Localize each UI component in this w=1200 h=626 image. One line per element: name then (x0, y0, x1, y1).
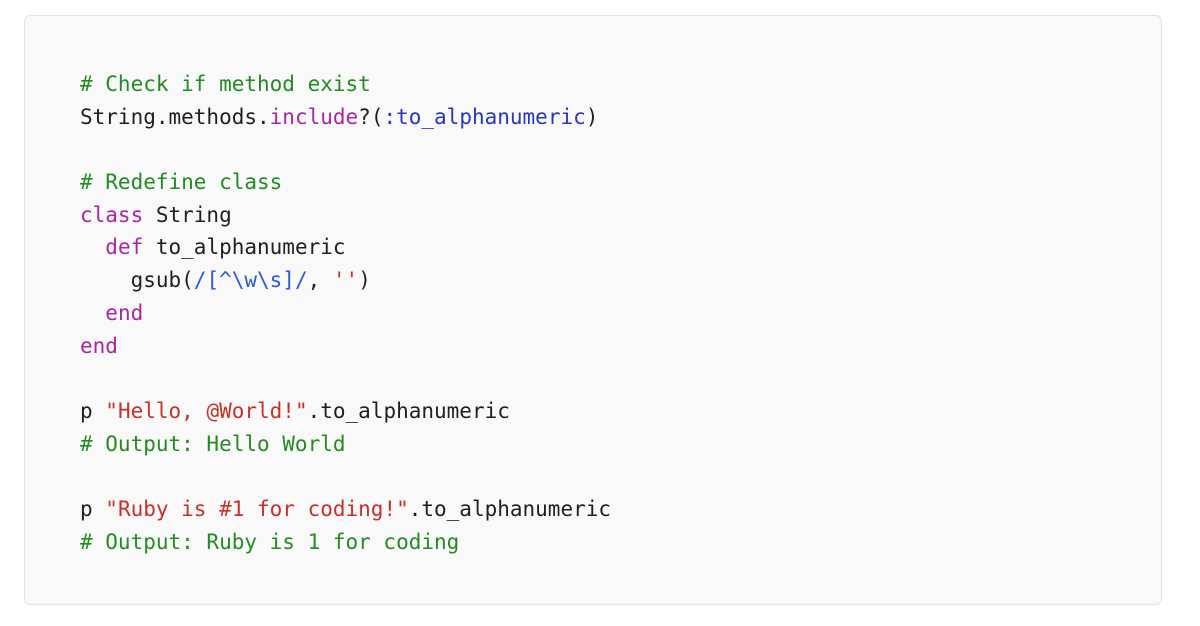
code-line: end (80, 297, 1161, 330)
code-token-method: include (269, 104, 359, 129)
code-token-plain: String (143, 202, 232, 227)
code-token-plain: , (307, 268, 333, 293)
code-token-comment: # Check if method exist (80, 72, 371, 96)
code-token-plain: ) (358, 268, 371, 293)
code-line: end (80, 330, 1161, 363)
code-token-plain: .to_alphanumeric (307, 398, 510, 423)
code-line (80, 133, 1161, 166)
code-token-comment: # Redefine class (80, 170, 283, 195)
code-token-plain (80, 235, 105, 259)
code-token-plain: gsub( (80, 268, 194, 293)
code-line (80, 460, 1161, 493)
code-token-plain: to_alphanumeric (143, 235, 346, 260)
code-token-keyword: def (105, 235, 144, 260)
code-token-symbol: :to_alphanumeric (383, 104, 586, 129)
code-line (80, 362, 1161, 395)
code-token-regex: /[^\w\s]/ (193, 268, 308, 293)
code-token-comment: # Output: Ruby is 1 for coding (80, 529, 460, 554)
code-token-plain (80, 301, 105, 325)
code-token-plain: .to_alphanumeric (408, 496, 612, 521)
code-token-plain: ) (585, 104, 599, 129)
code-token-plain: ?( (358, 104, 384, 129)
code-token-string: '' (332, 268, 359, 293)
code-token-string: "Hello, @World!" (105, 398, 308, 423)
code-token-comment: # Output: Hello World (80, 431, 346, 456)
code-token-plain: p (80, 398, 106, 423)
code-line: # Check if method exist (80, 68, 1161, 101)
code-line: # Output: Hello World (80, 428, 1161, 461)
code-line: # Redefine class (80, 166, 1161, 199)
code-token-keyword: class (80, 202, 144, 227)
code-token-plain: String.methods. (80, 104, 270, 129)
code-line: def to_alphanumeric (80, 231, 1161, 264)
code-line: class String (80, 199, 1161, 232)
code-line: p "Hello, @World!".to_alphanumeric (80, 395, 1161, 428)
code-line: p "Ruby is #1 for coding!".to_alphanumer… (80, 493, 1161, 526)
code-token-plain: p (80, 496, 106, 521)
code-line: gsub(/[^\w\s]/, '') (80, 264, 1161, 297)
code-line: # Output: Ruby is 1 for coding (80, 526, 1161, 559)
code-token-keyword: end (80, 333, 118, 358)
code-token-string: "Ruby is #1 for coding!" (105, 496, 409, 521)
code-token-keyword: end (105, 300, 144, 325)
code-line: String.methods.include?(:to_alphanumeric… (80, 101, 1161, 134)
